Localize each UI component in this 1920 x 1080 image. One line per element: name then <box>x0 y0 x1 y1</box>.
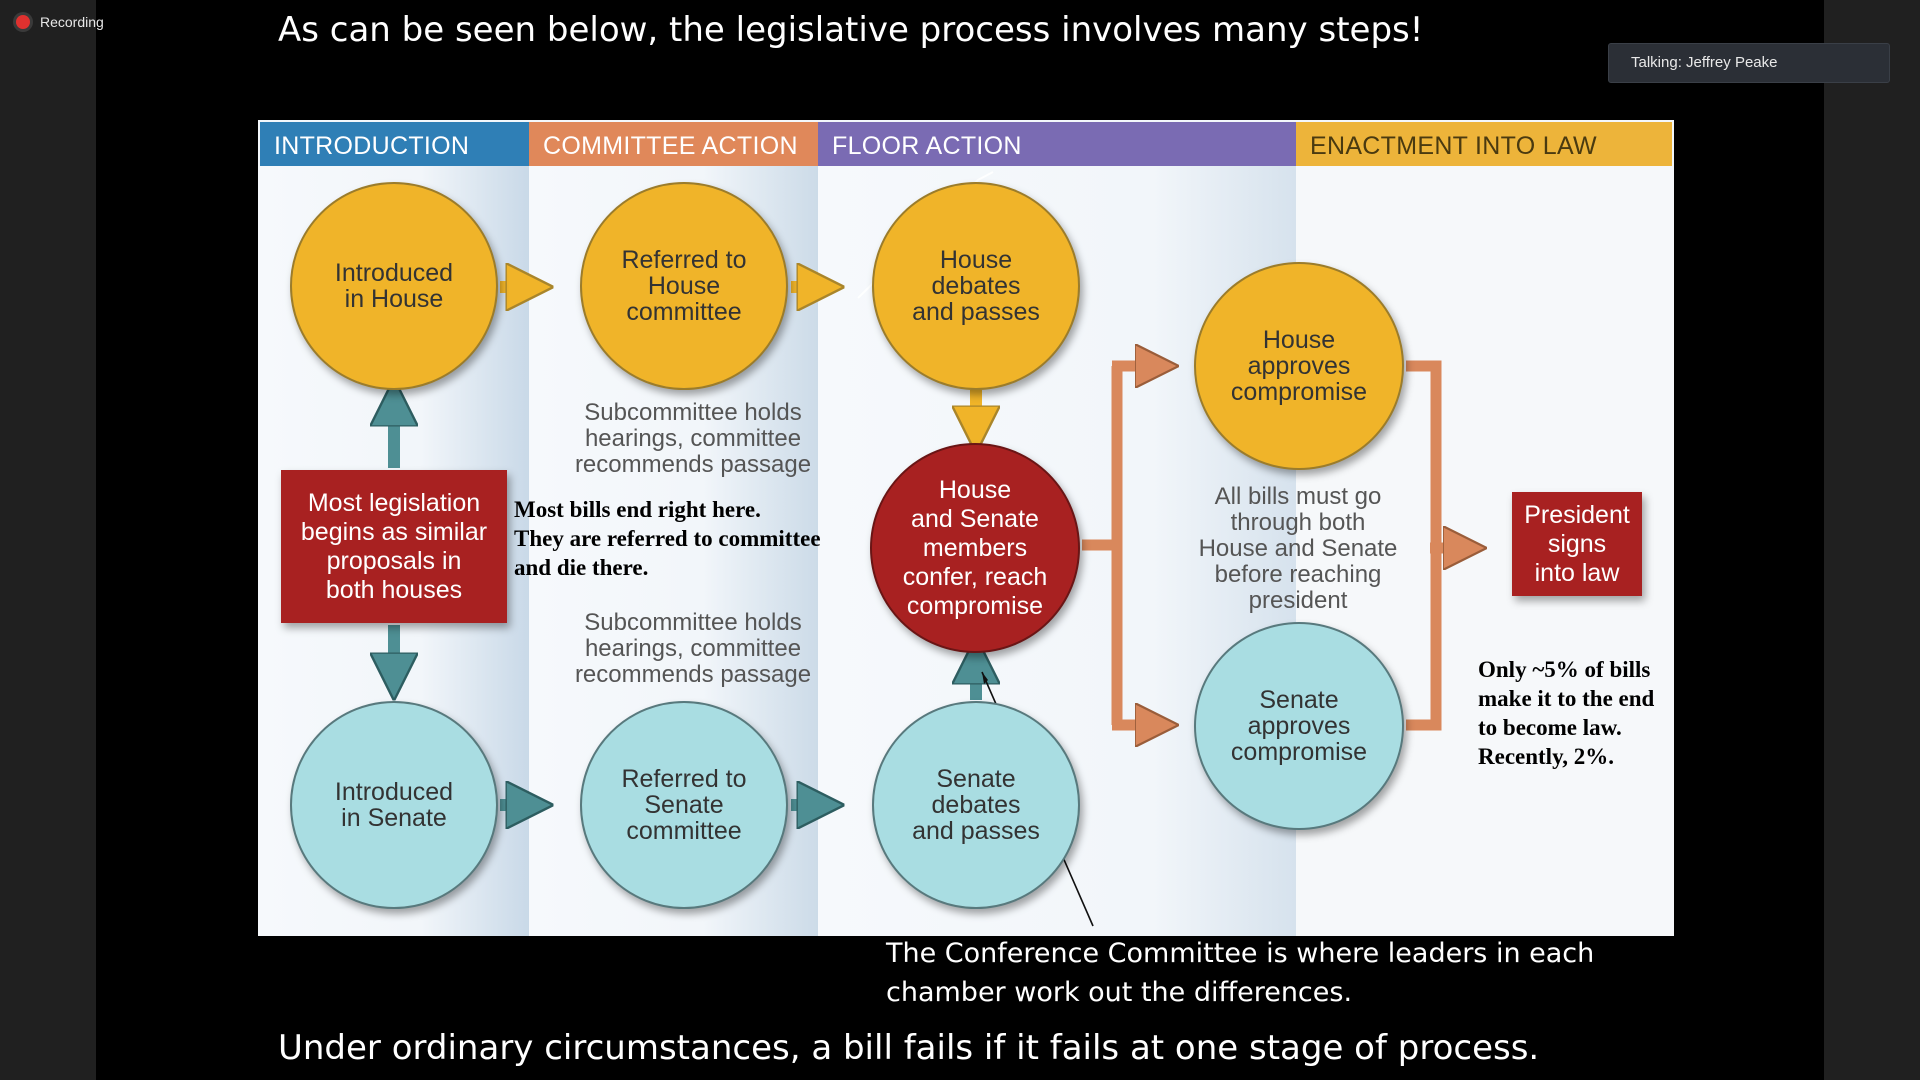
note-all-bills: All bills must go through both House and… <box>1198 483 1398 614</box>
node-house-debates-and-passes: House debates and passes <box>872 182 1080 390</box>
slide-title: As can be seen below, the legislative pr… <box>278 10 1424 50</box>
legislative-process-diagram: INTRODUCTION COMMITTEE ACTION FLOOR ACTI… <box>258 120 1674 936</box>
header-introduction: INTRODUCTION <box>260 122 529 166</box>
slide-footer: Under ordinary circumstances, a bill fai… <box>278 1028 1540 1068</box>
annotation-most-bills: Most bills end right here. They are refe… <box>514 497 821 580</box>
node-house-approves-compromise: House approves compromise <box>1194 262 1404 470</box>
active-speaker-indicator: Talking: Jeffrey Peake <box>1608 43 1890 83</box>
node-conference-compromise: House and Senate members confer, reach c… <box>870 443 1080 653</box>
node-referred-to-house-committee: Referred to House committee <box>580 182 788 390</box>
left-gutter <box>0 0 96 1080</box>
header-enactment: ENACTMENT INTO LAW <box>1296 122 1672 166</box>
node-referred-to-senate-committee: Referred to Senate committee <box>580 701 788 909</box>
node-most-legislation: Most legislation begins as similar propo… <box>281 470 507 623</box>
node-president-signs: President signs into law <box>1512 492 1642 596</box>
recording-label: Recording <box>40 14 104 30</box>
node-introduced-in-house: Introduced in House <box>290 182 498 390</box>
header-committee-action: COMMITTEE ACTION <box>529 122 818 166</box>
right-gutter <box>1824 0 1920 1080</box>
record-icon <box>16 15 30 29</box>
note-subcommittee-house: Subcommittee holds hearings, committee r… <box>574 399 812 478</box>
node-senate-approves-compromise: Senate approves compromise <box>1194 622 1404 830</box>
node-senate-debates-and-passes: Senate debates and passes <box>872 701 1080 909</box>
node-introduced-in-senate: Introduced in Senate <box>290 701 498 909</box>
annotation-only-five-percent: Only ~5% of bills make it to the end to … <box>1478 657 1655 769</box>
conference-caption: The Conference Committee is where leader… <box>886 938 1595 1008</box>
recording-indicator[interactable]: Recording <box>16 14 104 30</box>
header-floor-action: FLOOR ACTION <box>818 122 1296 166</box>
flow-arrows <box>258 171 1674 927</box>
note-subcommittee-senate: Subcommittee holds hearings, committee r… <box>574 609 812 688</box>
